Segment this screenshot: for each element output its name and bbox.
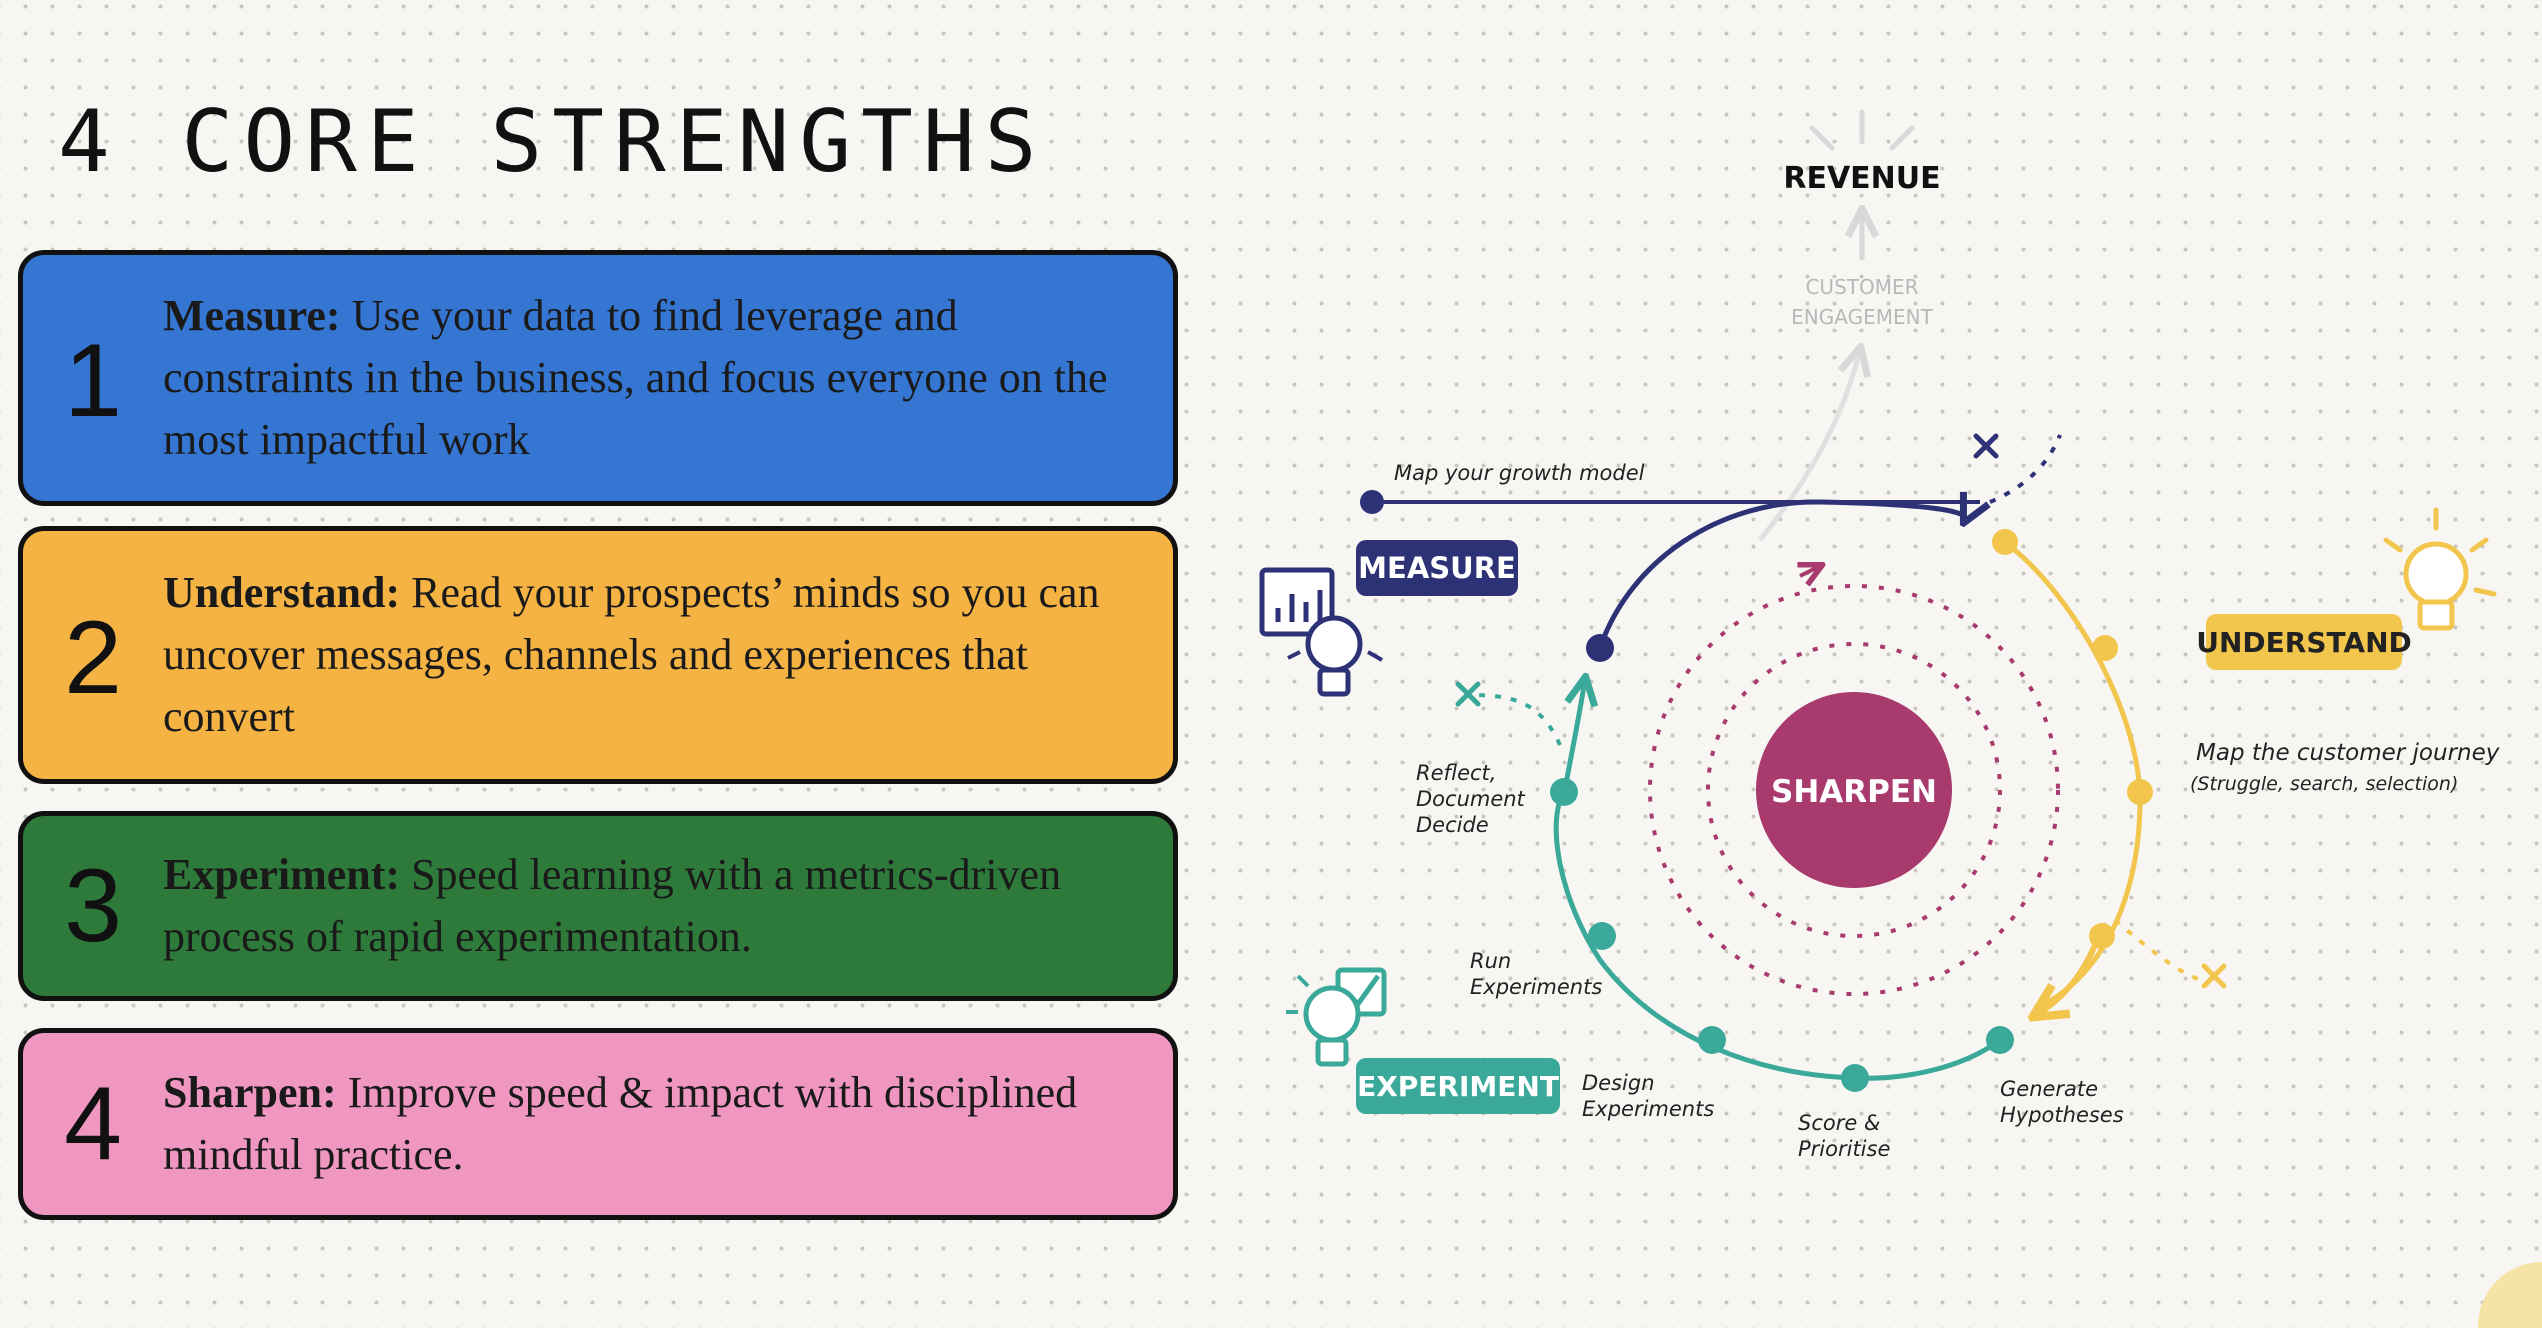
score-label-line2: Prioritise (1798, 1137, 1890, 1161)
measure-badge (1356, 540, 1518, 596)
growth-model-dot (1360, 490, 1384, 514)
lightbulb-icon (2383, 507, 2497, 631)
experiment-node (1841, 1064, 1869, 1092)
generate-label-line2: Hypotheses (2000, 1103, 2124, 1127)
bar-chart-icon (1259, 567, 1335, 637)
design-label-line2: Experiments (1582, 1097, 1714, 1121)
strength-card-sharpen: 4 Sharpen: Improve speed & impact with d… (18, 1028, 1178, 1220)
sharpen-inner-ring (1706, 642, 2002, 938)
journey-label-line2: (Struggle, search, selection) (2190, 773, 2458, 795)
sharpen-outer-ring (1648, 584, 2060, 996)
run-label-line2: Experiments (1470, 975, 1602, 999)
card-heading: Understand: (163, 568, 401, 617)
score-label-line1: Score & (1798, 1111, 1880, 1135)
card-number: 1 (64, 322, 122, 439)
experiment-label: EXPERIMENT (1357, 1070, 1559, 1103)
card-description: Read your prospects’ minds so you can un… (163, 568, 1100, 741)
card-heading: Experiment: (163, 850, 401, 899)
revenue-label: REVENUE (1783, 161, 1940, 196)
design-label-line1: Design (1582, 1071, 1655, 1095)
understand-arrow (2036, 943, 2098, 1015)
generate-label-line1: Generate (2000, 1077, 2098, 1101)
understand-badge (2206, 614, 2402, 670)
engagement-curve (1758, 350, 1860, 542)
reflect-label-line2: Document (1416, 787, 1526, 811)
understand-node (2092, 635, 2118, 661)
strength-card-experiment: 3 Experiment: Speed learning with a metr… (18, 811, 1178, 1001)
understand-label: UNDERSTAND (2196, 626, 2412, 659)
experiment-node (1698, 1026, 1726, 1054)
reflect-label-line3: Decide (1416, 813, 1489, 837)
strength-card-measure: 1 Measure: Use your data to find leverag… (18, 250, 1178, 506)
growth-cycle-diagram: REVENUE CUSTOMER ENGAGEMENT Map your gro… (1259, 109, 2500, 1161)
card-text: Experiment: Speed learning with a metric… (163, 844, 1173, 968)
card-text: Measure: Use your data to find leverage … (163, 285, 1173, 471)
card-number: 3 (64, 847, 122, 964)
experiment-node (1588, 922, 1616, 950)
sharpen-core (1756, 692, 1952, 888)
journey-label-line1: Map the customer journey (2196, 740, 2500, 766)
engagement-label-line1: CUSTOMER (1805, 275, 1918, 299)
understand-node (2127, 779, 2153, 805)
reflect-label-line1: Reflect, (1416, 761, 1496, 785)
lightbulb-icon (1287, 615, 1383, 697)
understand-node (1992, 529, 2018, 555)
growth-exit-dashes (1989, 434, 2062, 504)
card-heading: Measure: (163, 291, 341, 340)
engagement-label-line2: ENGAGEMENT (1791, 305, 1933, 329)
sharpen-ring-arrow (1800, 566, 1820, 576)
measure-label: MEASURE (1358, 551, 1516, 585)
understand-exit-dashes (2113, 918, 2201, 982)
experiment-node (1986, 1026, 2014, 1054)
x-mark-icon (1455, 681, 1481, 707)
measure-arc (1597, 502, 1965, 649)
measure-node (1586, 634, 1614, 662)
understand-node (2089, 923, 2115, 949)
corner-decoration (2478, 1262, 2542, 1328)
run-label-line1: Run (1470, 949, 1511, 973)
card-heading: Sharpen: (163, 1068, 337, 1117)
card-text: Sharpen: Improve speed & impact with dis… (163, 1062, 1173, 1186)
lightbulb-icon (1286, 974, 1361, 1067)
understand-arc (2003, 540, 2143, 1011)
card-description: Speed learning with a metrics-driven pro… (163, 850, 1062, 961)
card-description: Use your data to find leverage and const… (163, 291, 1108, 464)
page-title: 4 CORE STRENGTHS (58, 92, 1047, 192)
card-number: 2 (64, 599, 122, 716)
experiment-node (1550, 778, 1578, 806)
card-description: Improve speed & impact with disciplined … (163, 1068, 1078, 1179)
x-mark-icon (2201, 963, 2227, 989)
card-text: Understand: Read your prospects’ minds s… (163, 562, 1173, 748)
sharpen-label: SHARPEN (1771, 774, 1937, 810)
strength-card-understand: 2 Understand: Read your prospects’ minds… (18, 526, 1178, 784)
experiment-badge (1356, 1058, 1560, 1114)
x-mark-icon (1973, 433, 1999, 459)
growth-model-label: Map your growth model (1394, 461, 1645, 485)
reflect-exit-dashes (1469, 693, 1562, 746)
sparkle-icon (1809, 109, 1915, 151)
card-number: 4 (64, 1065, 122, 1182)
